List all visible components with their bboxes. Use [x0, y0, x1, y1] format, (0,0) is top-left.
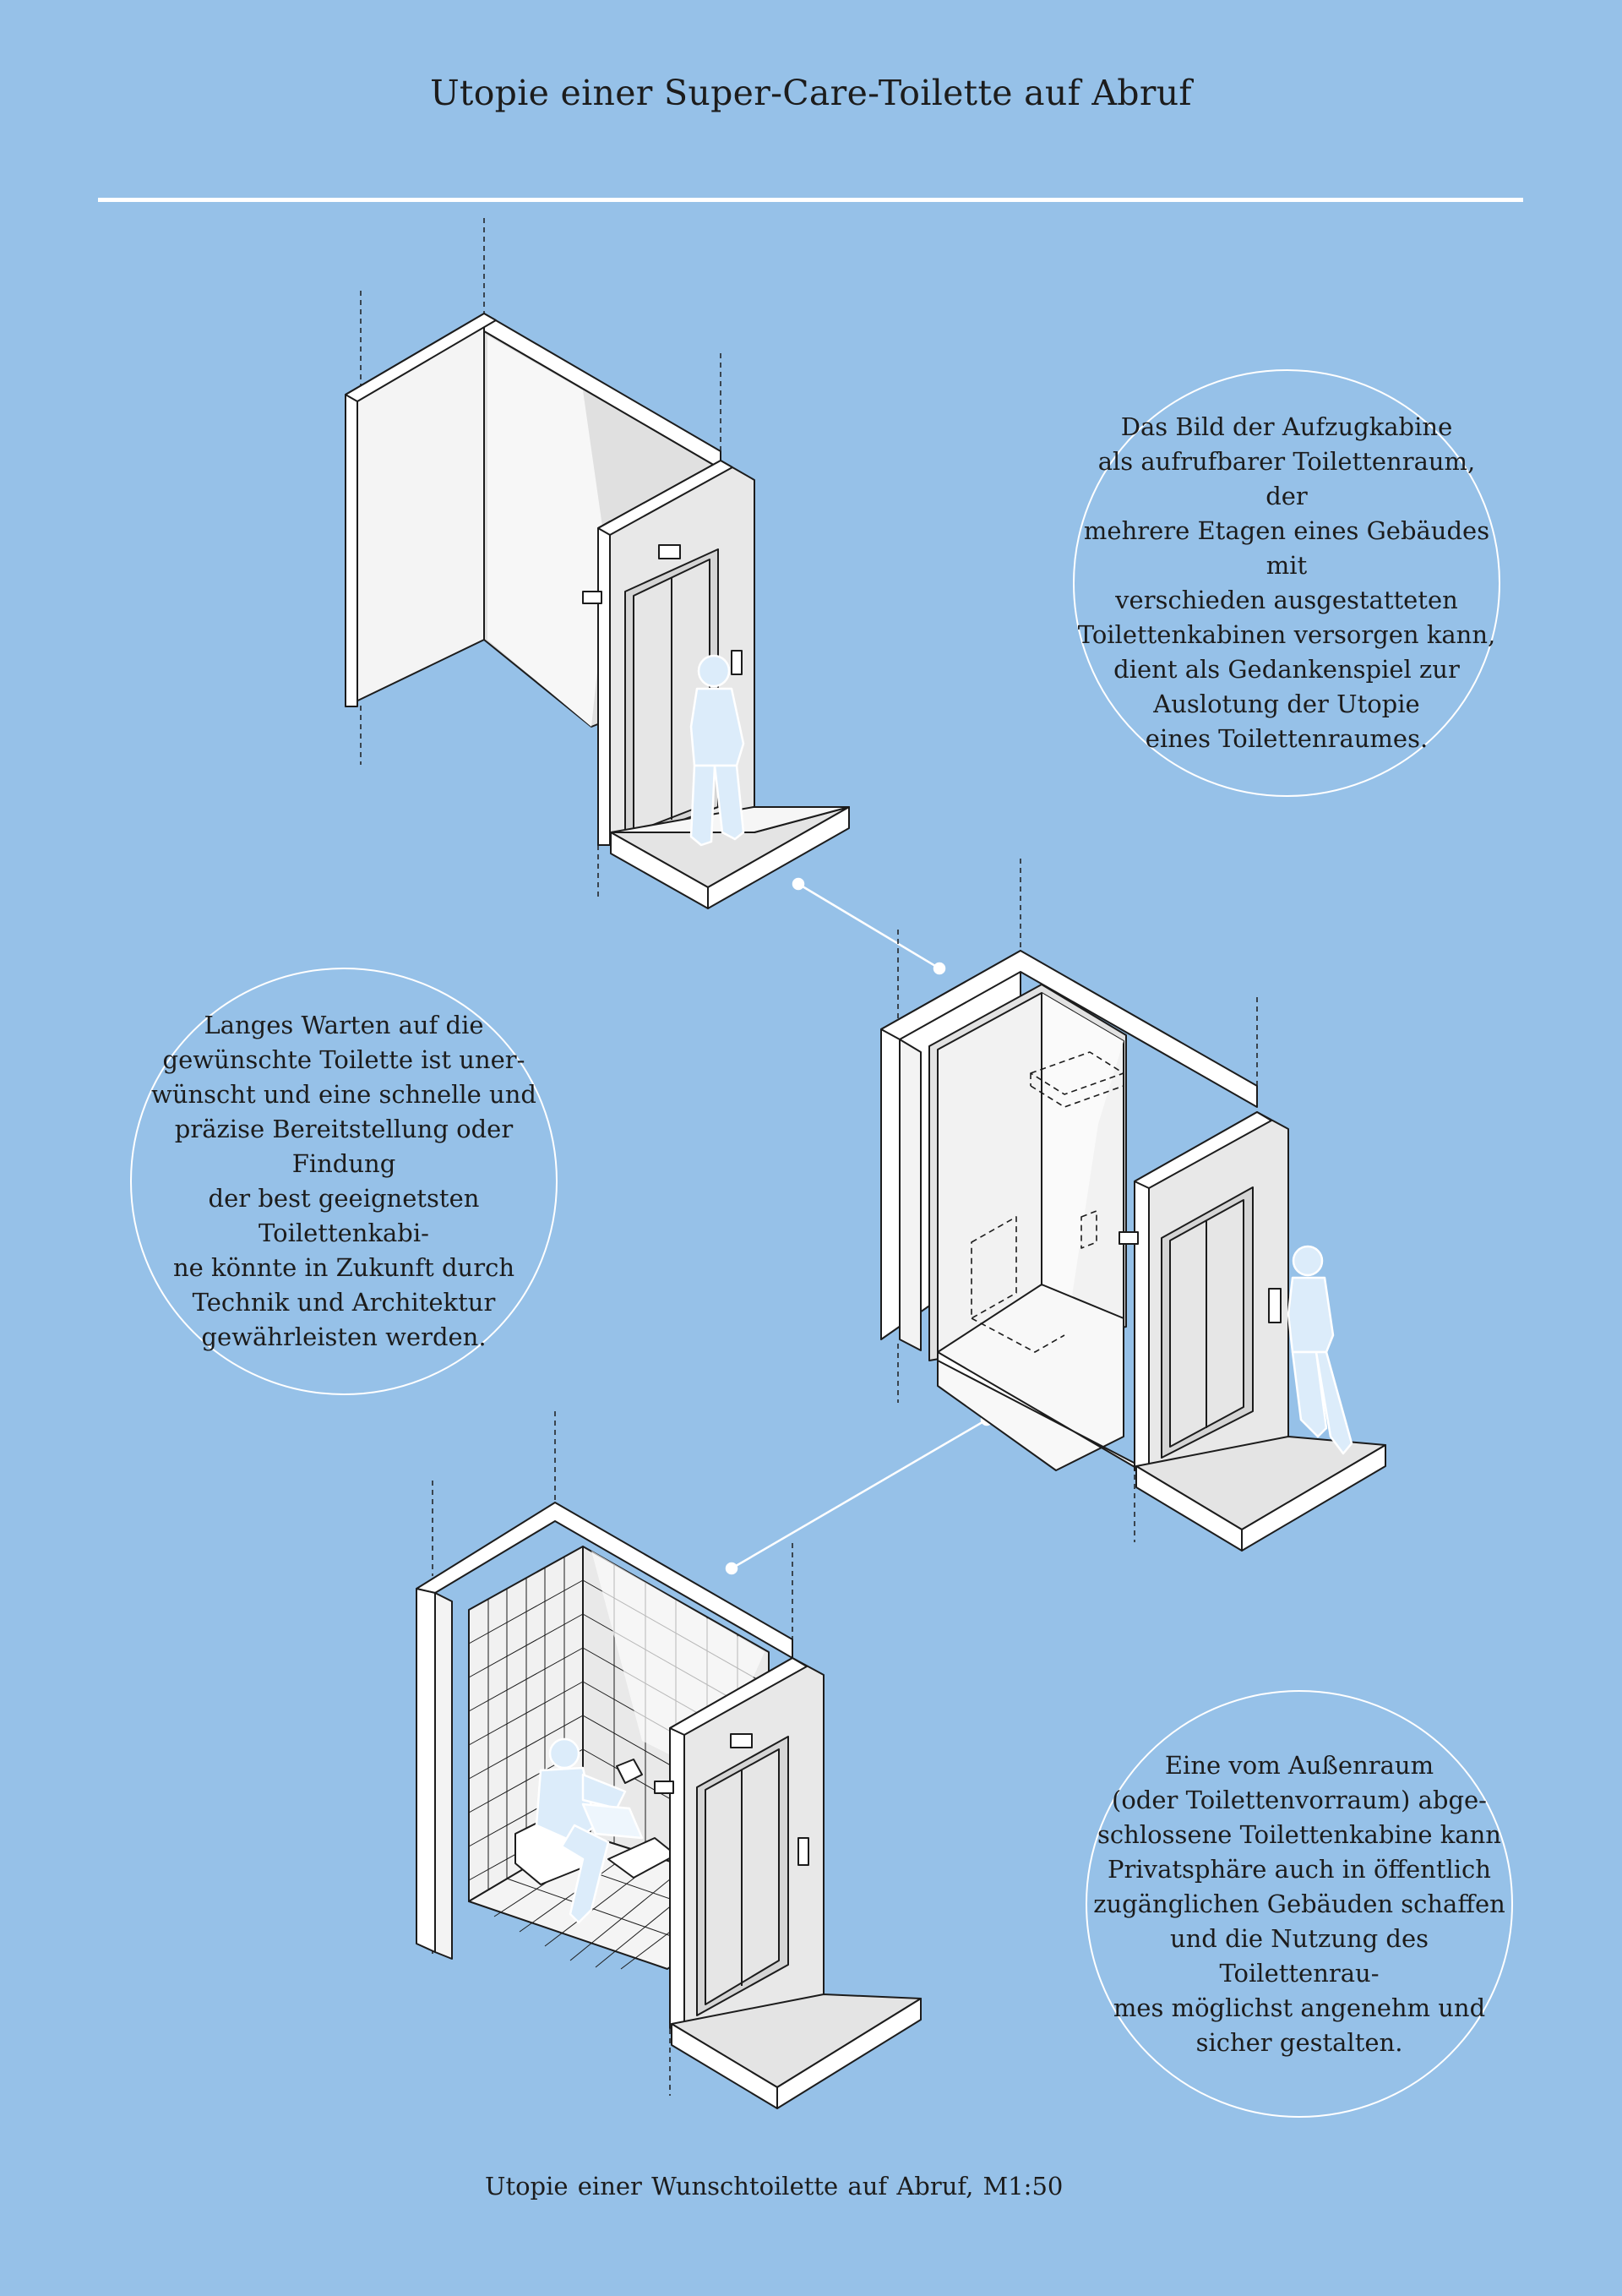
- stage3-seated-figure: [535, 1737, 644, 1924]
- call-button-icon: [731, 650, 743, 675]
- info-bubble-text: Langes Warten auf die gewünschte Toilett…: [151, 1011, 536, 1351]
- elevator-sign-icon: [658, 544, 681, 559]
- page-title: Utopie einer Super-Care-Toilette auf Abr…: [430, 73, 1192, 113]
- info-bubble-waiting-time: Langes Warten auf die gewünschte Toilett…: [130, 968, 558, 1395]
- figure-caption: Utopie einer Wunschtoilette auf Abruf, M…: [485, 2172, 1064, 2201]
- stage2-person-figure: [1287, 1245, 1353, 1455]
- call-button-icon: [1268, 1288, 1282, 1323]
- info-bubble-text: Eine vom Außenraum (oder Toilettenvorrau…: [1093, 1750, 1505, 2057]
- info-bubble-text: Das Bild der Aufzugkabine als aufrufbare…: [1077, 412, 1496, 753]
- stage3-occupied-cabin: [416, 1502, 922, 2109]
- info-bubble-privacy: Eine vom Außenraum (oder Toilettenvorrau…: [1086, 1690, 1513, 2118]
- info-bubble-elevator-concept: Das Bild der Aufzugkabine als aufrufbare…: [1073, 369, 1500, 797]
- stage1-elevator-waiting: [345, 313, 850, 909]
- elevator-sign-icon: [730, 1733, 753, 1748]
- stage1-person-figure: [689, 654, 745, 847]
- stage2-cabin-arriving: [880, 950, 1386, 1552]
- call-button-icon: [797, 1837, 809, 1866]
- title-divider: [98, 198, 1523, 202]
